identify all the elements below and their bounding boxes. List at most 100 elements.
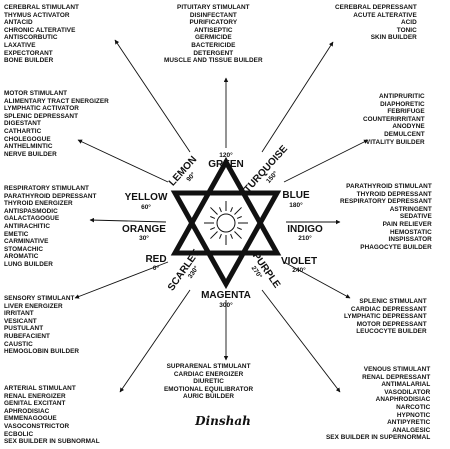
property-item: EMOTIONAL EQUILIBRATOR <box>164 386 253 394</box>
property-item: GENITAL EXCITANT <box>4 400 100 408</box>
sun-ray <box>219 234 221 239</box>
property-item: LUNG BUILDER <box>4 261 96 269</box>
property-item: RUBEFACIENT <box>4 333 79 341</box>
arrow-orange <box>90 220 166 222</box>
property-item: STOMACHIC <box>4 246 96 254</box>
color-name: MAGENTA <box>201 290 251 301</box>
property-item: TONIC <box>335 27 417 35</box>
property-item: ASTRINGENT <box>340 206 432 214</box>
property-item: EMETIC <box>4 231 96 239</box>
props-blue: ANTIPRURITICDIAPHORETICFEBRIFUGECOUNTERI… <box>363 93 425 146</box>
property-item: PARATHYROID STIMULANT <box>340 183 432 191</box>
property-item: PURIFICATORY <box>164 19 263 27</box>
property-item: MUSCLE AND TISSUE BUILDER <box>164 57 263 65</box>
property-item: THYROID ENERGIZER <box>4 200 96 208</box>
color-ring: GREEN120°LEMON90°TURQUOISE150°YELLOW60°B… <box>122 143 323 309</box>
sun-ray <box>210 216 215 218</box>
property-item: CARDIAC ENERGIZER <box>164 371 253 379</box>
property-item: ANTIRACHITIC <box>4 223 96 231</box>
property-item: DIGESTANT <box>4 120 109 128</box>
property-item: ANTISEPTIC <box>164 27 263 35</box>
property-item: PHAGOCYTE BUILDER <box>340 244 432 252</box>
property-item: GERMICIDE <box>164 34 263 42</box>
property-item: COUNTERIRRITANT <box>363 116 425 124</box>
props-red: SENSORY STIMULANTLIVER ENERGIZERIRRITANT… <box>4 295 79 356</box>
sun-ray <box>237 216 242 218</box>
sun-ray <box>234 231 241 238</box>
property-item: PITUITARY STIMULANT <box>164 4 263 12</box>
color-degree: 120° <box>219 151 233 159</box>
property-item: CEREBRAL STIMULANT <box>4 4 79 12</box>
color-degree: 0° <box>153 264 160 272</box>
property-item: DEMULCENT <box>363 131 425 139</box>
property-item: THYMUS ACTIVATOR <box>4 12 79 20</box>
color-name: ORANGE <box>122 224 166 235</box>
property-item: RESPIRATORY DEPRESSANT <box>340 198 432 206</box>
color-name: BLUE <box>282 190 310 201</box>
sun-ray <box>210 231 217 238</box>
color-name: GREEN <box>208 159 244 170</box>
property-item: AROMATIC <box>4 253 96 261</box>
property-item: DIURETIC <box>164 378 253 386</box>
property-item: AURIC BUILDER <box>164 393 253 401</box>
color-purple: PURPLE270° <box>244 251 282 295</box>
property-item: EMMENAGOGUE <box>4 415 100 423</box>
property-item: DETERGENT <box>164 50 263 58</box>
property-item: ANTISPASMODIC <box>4 208 96 216</box>
sun-icon <box>204 201 248 245</box>
property-item: LYMPHATIC DEPRESSANT <box>344 313 427 321</box>
property-item: CEREBRAL DEPRESSANT <box>335 4 417 12</box>
props-indigo: PARATHYROID STIMULANTTHYROID DEPRESSANTR… <box>340 183 432 251</box>
property-item: RENAL ENERGIZER <box>4 393 100 401</box>
property-item: SENSORY STIMULANT <box>4 295 79 303</box>
color-lemon: LEMON90° <box>167 154 205 194</box>
property-item: THYROID DEPRESSANT <box>340 191 432 199</box>
property-item: CHOLEGOGUE <box>4 136 109 144</box>
color-degree: 210° <box>298 234 312 242</box>
color-name: YELLOW <box>125 192 168 203</box>
property-item: VASODILATOR <box>326 389 430 397</box>
color-green: GREEN120° <box>208 151 244 170</box>
color-name: RED <box>145 254 166 265</box>
property-item: ECBOLIC <box>4 431 100 439</box>
property-item: APHRODISIAC <box>4 408 100 416</box>
arrow-blue <box>284 140 368 182</box>
property-item: SKIN BUILDER <box>335 34 417 42</box>
props-orange: RESPIRATORY STIMULANTPARATHYROID DEPRESS… <box>4 185 96 269</box>
sun-ray <box>231 234 233 239</box>
property-item: ANTISCORBUTIC <box>4 34 79 42</box>
color-degree: 30° <box>139 234 149 242</box>
color-degree: 60° <box>141 203 151 211</box>
property-item: ANTIPRURITIC <box>363 93 425 101</box>
color-yellow: YELLOW60° <box>125 192 168 211</box>
sun-disc <box>217 214 235 232</box>
property-item: VITALITY BUILDER <box>363 139 425 147</box>
property-item: ACUTE ALTERATIVE <box>335 12 417 20</box>
property-item: ANTHELMINTIC <box>4 143 109 151</box>
sun-ray <box>210 207 217 214</box>
property-item: RESPIRATORY STIMULANT <box>4 185 96 193</box>
property-item: VENOUS STIMULANT <box>326 366 430 374</box>
sun-ray <box>210 228 215 230</box>
property-item: SEX BUILDER IN SUBNORMAL <box>4 438 100 446</box>
color-degree: 300° <box>219 301 233 309</box>
property-item: DISINFECTANT <box>164 12 263 20</box>
color-degree: 240° <box>292 266 306 274</box>
property-item: CHRONIC ALTERATIVE <box>4 27 79 35</box>
props-scarlet: ARTERIAL STIMULANTRENAL ENERGIZERGENITAL… <box>4 385 100 446</box>
property-item: ACID <box>335 19 417 27</box>
property-item: NERVE BUILDER <box>4 151 109 159</box>
property-item: LAXATIVE <box>4 42 79 50</box>
property-item: MOTOR STIMULANT <box>4 90 109 98</box>
property-item: SPLENIC DEPRESSANT <box>4 113 109 121</box>
property-item: LIVER ENERGIZER <box>4 303 79 311</box>
property-item: INSPISSATOR <box>340 236 432 244</box>
property-item: BACTERICIDE <box>164 42 263 50</box>
